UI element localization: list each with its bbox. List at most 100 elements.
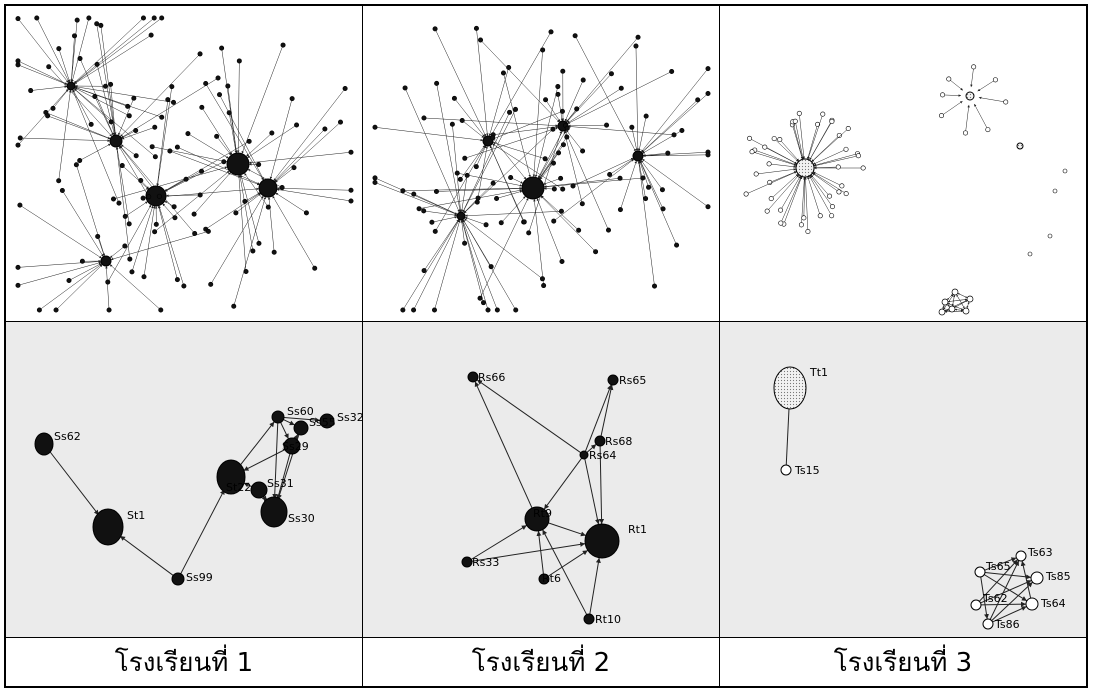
network-edge — [461, 219, 488, 309]
network-node — [102, 83, 108, 89]
network-hub — [456, 211, 466, 221]
network-edge — [37, 19, 70, 83]
network-node — [225, 83, 231, 89]
node-rt9 — [524, 506, 550, 532]
network-edge — [944, 94, 962, 97]
node-label: Ss55 — [309, 416, 336, 429]
network-node — [221, 159, 227, 165]
network-edge — [425, 117, 559, 127]
network-edge — [639, 160, 677, 244]
network-edge — [73, 88, 110, 121]
network-node — [72, 33, 78, 39]
network-edge — [809, 175, 831, 215]
network-edge — [543, 178, 619, 188]
network-edge — [73, 19, 143, 84]
network-node — [15, 58, 21, 64]
network-node — [133, 153, 139, 159]
node-label: Rt9 — [533, 507, 552, 520]
network-edge — [463, 199, 477, 214]
network-edge — [498, 190, 523, 199]
network-edge — [954, 308, 964, 311]
network-edge — [642, 154, 707, 158]
network-edge — [95, 98, 114, 136]
network-edge — [978, 96, 1004, 102]
network-edge — [71, 19, 89, 83]
network-node — [15, 282, 21, 288]
network-node — [513, 106, 519, 112]
network-edge — [980, 579, 1032, 604]
network-node — [152, 154, 158, 160]
network-edge — [19, 88, 69, 144]
network-edge — [229, 114, 237, 154]
network-edge — [189, 134, 229, 159]
node-label: Tt1 — [809, 366, 828, 379]
network-edge — [813, 153, 856, 167]
node-ss55 — [293, 420, 309, 436]
network-node — [149, 144, 155, 150]
network-node — [146, 194, 152, 200]
network-edge — [164, 180, 185, 192]
network-edge — [179, 147, 260, 185]
network-node — [743, 191, 749, 197]
network-node — [152, 229, 158, 235]
network-edge — [512, 178, 524, 184]
node-label: Ts65 — [985, 560, 1011, 573]
network-node — [778, 207, 784, 213]
network-edge — [534, 88, 558, 178]
network-edge — [240, 174, 259, 242]
network-edge — [435, 30, 487, 137]
network-edge — [639, 160, 649, 186]
network-edge — [492, 142, 544, 159]
school3-full-network-graph — [743, 64, 1068, 316]
network-node — [559, 259, 565, 265]
network-edge — [244, 172, 268, 206]
network-edge — [956, 294, 965, 309]
network-hub — [145, 185, 167, 207]
network-node — [618, 85, 624, 91]
network-node — [28, 88, 34, 94]
network-node — [669, 68, 675, 74]
network-edge — [641, 158, 707, 206]
network-edge — [536, 198, 562, 260]
network-edge — [464, 218, 542, 278]
node-label: Ts85 — [1045, 570, 1071, 583]
network-edge — [156, 101, 168, 187]
network-edge — [81, 143, 111, 160]
network-edge — [283, 419, 295, 426]
network-node — [183, 176, 189, 182]
network-node — [829, 204, 835, 210]
node-label: Rt10 — [595, 613, 621, 626]
network-edge — [793, 123, 804, 160]
network-edge — [461, 144, 486, 178]
network-edge — [272, 195, 314, 267]
network-node — [348, 198, 354, 204]
node-label: Ss62 — [54, 430, 81, 443]
node-ss99 — [171, 572, 185, 586]
network-node — [116, 200, 122, 206]
network-edge — [966, 301, 970, 309]
network-node — [242, 198, 248, 204]
network-edge — [105, 265, 110, 309]
network-edge — [164, 142, 248, 192]
network-edge — [40, 263, 103, 310]
network-edge — [234, 196, 267, 305]
network-edge — [502, 195, 526, 222]
network-edge — [96, 25, 116, 136]
network-edge — [567, 124, 605, 128]
network-edge — [586, 443, 597, 453]
network-node — [695, 97, 701, 103]
network-edge — [772, 173, 799, 198]
network-edge — [771, 171, 797, 182]
network-node — [962, 130, 968, 136]
network-node — [256, 162, 262, 168]
network-node — [940, 92, 946, 98]
node-label: Ts64 — [1040, 597, 1066, 610]
network-node — [705, 91, 711, 97]
network-node — [421, 115, 427, 121]
network-edge — [537, 127, 565, 179]
network-edge — [477, 145, 488, 201]
network-node — [133, 128, 139, 134]
school1-full-network-graph — [15, 15, 354, 313]
network-edge — [74, 86, 160, 117]
